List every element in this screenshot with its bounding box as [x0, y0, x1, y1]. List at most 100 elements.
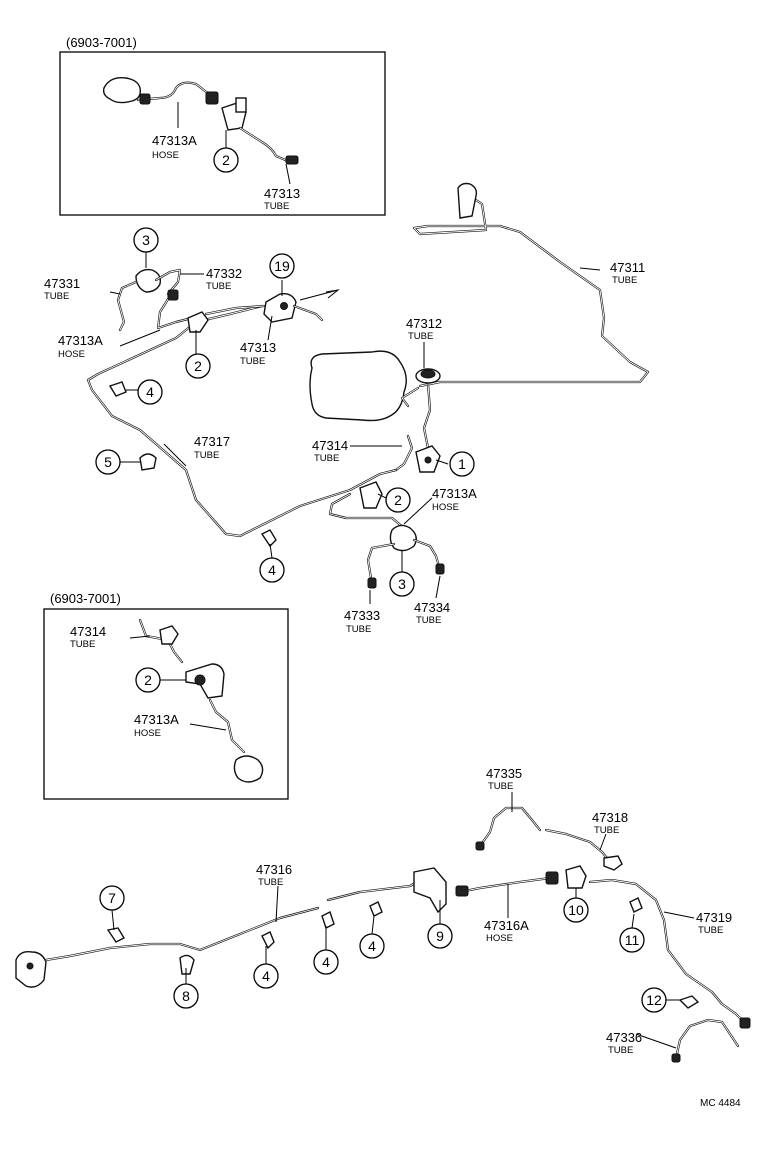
tube-fitting: [435, 563, 445, 575]
inset-middle-frame: [43, 608, 289, 800]
part-number: 47318: [592, 810, 628, 825]
inset-top-frame: [59, 51, 386, 216]
callout-circle: [359, 933, 385, 959]
part-kind: TUBE: [206, 281, 231, 292]
clip-shape: [260, 529, 277, 548]
callout-number: 4: [268, 562, 276, 578]
callout-number: 4: [262, 968, 270, 984]
callout-circle: [137, 379, 163, 405]
part-kind: TUBE: [488, 781, 513, 792]
junction-port: [424, 456, 432, 464]
callout-number: 2: [144, 672, 152, 688]
callout-number: 7: [108, 890, 116, 906]
callout-number: 2: [394, 492, 402, 508]
part-kind: TUBE: [70, 639, 95, 650]
part-number: 47331: [44, 276, 80, 291]
part-number: 47313A: [134, 712, 179, 727]
fitting-shape: [159, 625, 179, 645]
hose-fitting: [139, 93, 151, 105]
part-number: 47313: [264, 186, 300, 201]
part-kind: TUBE: [608, 1045, 633, 1056]
main-upper-assembly: 47311 TUBE 47312 TUBE 47331 TUBE 47332 T…: [44, 182, 650, 635]
wheel-cylinder-shape: [389, 524, 417, 552]
inset-middle-title: (6903-7001): [50, 591, 121, 606]
part-number: 47313A: [58, 333, 103, 348]
inset-top-title: (6903-7001): [66, 35, 137, 50]
callout-number: 19: [274, 258, 290, 274]
hose-fitting: [455, 885, 469, 897]
callout-circle: [173, 983, 199, 1009]
callout-circle: [259, 557, 285, 583]
diagram-code: MC 4484: [700, 1098, 741, 1109]
part-number: 47313A: [152, 133, 197, 148]
wheel-cylinder-shape: [233, 755, 264, 783]
callout-number: 11: [625, 932, 640, 948]
part-number: 47314: [312, 438, 348, 453]
callout-circle: [641, 987, 667, 1013]
part-number: 47314: [70, 624, 106, 639]
part-kind: TUBE: [258, 877, 283, 888]
callout-circle: [389, 571, 415, 597]
tube-fitting: [285, 155, 299, 165]
bracket-shape: [187, 311, 209, 333]
clip-shape: [108, 381, 127, 397]
callout-number: 8: [182, 988, 190, 1004]
part-kind: TUBE: [314, 453, 339, 464]
callout-number: 2: [222, 152, 230, 168]
tube-fitting: [671, 1053, 681, 1063]
callout-circle: [563, 897, 589, 923]
callout-circle: [99, 885, 125, 911]
clip-shape: [369, 901, 383, 917]
tube-fitting: [367, 577, 377, 589]
tube-fitting: [475, 841, 485, 851]
part-number: 47336: [606, 1030, 642, 1045]
part-number: 47319: [696, 910, 732, 925]
part-number: 47333: [344, 608, 380, 623]
callout-number: 3: [142, 232, 150, 248]
part-number: 47335: [486, 766, 522, 781]
callout-number: 1: [458, 456, 466, 472]
part-kind: TUBE: [346, 624, 371, 635]
part-kind: TUBE: [194, 450, 219, 461]
bracket-shape: [359, 481, 383, 509]
inset-top: (6903-7001) 47313A HOSE 2 47313 TUBE: [59, 35, 386, 216]
valve-port: [26, 962, 34, 970]
part-number: 47313: [240, 340, 276, 355]
part-kind: HOSE: [152, 150, 179, 161]
rear-assembly: 47335 TUBE 47318 TUBE 47316 TUBE 47316A …: [15, 766, 751, 1063]
part-number: 47316A: [484, 918, 529, 933]
bracket-shape: [413, 867, 447, 914]
part-number: 47312: [406, 316, 442, 331]
part-number: 47317: [194, 434, 230, 449]
bracket-hole: [194, 674, 206, 686]
wheel-cylinder-shape: [135, 268, 162, 293]
bracket-tab: [235, 97, 247, 113]
fitting-shape: [603, 855, 623, 871]
part-kind: TUBE: [612, 275, 637, 286]
inset-middle: (6903-7001) 47314 TUBE 2 47313A HOSE: [43, 591, 289, 800]
brake-booster-shape: [309, 350, 407, 422]
part-kind: HOSE: [134, 728, 161, 739]
clip-shape: [321, 911, 335, 929]
part-kind: TUBE: [240, 356, 265, 367]
part-kind: TUBE: [408, 331, 433, 342]
part-kind: HOSE: [432, 502, 459, 513]
hose-fitting: [167, 289, 179, 301]
callout-number: 3: [398, 576, 406, 592]
callout-circle: [269, 253, 295, 279]
part-number: 47332: [206, 266, 242, 281]
clip-shape: [678, 995, 700, 1009]
proportioning-valve: [15, 950, 47, 988]
clamp-shape: [179, 954, 195, 975]
clip-shape: [261, 931, 275, 950]
clip-shape: [629, 897, 643, 913]
part-number: 47311: [610, 260, 645, 275]
callout-circle: [385, 487, 411, 513]
part-number: 47313A: [432, 486, 477, 501]
tube-fitting: [739, 1017, 751, 1029]
part-kind: TUBE: [44, 291, 69, 302]
three-way-junction: [263, 292, 297, 323]
part-kind: TUBE: [698, 925, 723, 936]
callout-circle: [427, 923, 453, 949]
callout-circle: [185, 353, 211, 379]
